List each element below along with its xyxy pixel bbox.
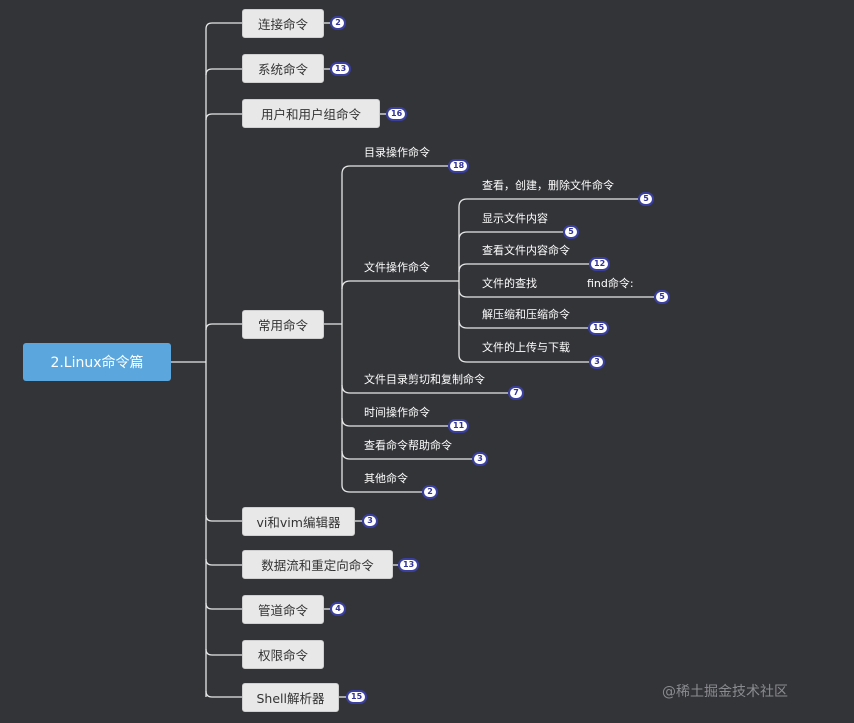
label-help-cmd[interactable]: 查看命令帮助命令 [364,439,452,452]
badge-upload-download: 3 [589,355,605,369]
root-node[interactable]: 2.Linux命令篇 [23,343,171,381]
node-redirect[interactable]: 数据流和重定向命令 [242,550,393,579]
badge-time-ops: 11 [448,419,470,433]
node-connect[interactable]: 连接命令 [242,9,324,38]
node-common[interactable]: 常用命令 [242,310,324,339]
badge-compress: 15 [588,321,610,335]
label-show-content[interactable]: 显示文件内容 [482,212,548,225]
label-other[interactable]: 其他命令 [364,472,408,485]
badge-system: 13 [330,62,352,76]
badge-shell: 15 [346,690,368,704]
badge-redirect: 13 [398,558,420,572]
node-pipe[interactable]: 管道命令 [242,595,324,624]
badge-view-content-cmd: 12 [589,257,611,271]
label-cut-copy[interactable]: 文件目录剪切和复制命令 [364,373,485,386]
badge-help-cmd: 3 [472,452,488,466]
node-permission[interactable]: 权限命令 [242,640,324,669]
label-view-content-cmd[interactable]: 查看文件内容命令 [482,244,570,257]
badge-view-create-delete: 5 [638,192,654,206]
label-compress[interactable]: 解压缩和压缩命令 [482,308,570,321]
label-view-create-delete[interactable]: 查看，创建，删除文件命令 [482,179,614,192]
watermark-text: @稀土掘金技术社区 [662,684,788,700]
badge-pipe: 4 [330,602,346,616]
badge-vi: 3 [362,514,378,528]
node-system[interactable]: 系统命令 [242,54,324,83]
node-user[interactable]: 用户和用户组命令 [242,99,380,128]
label-file-ops[interactable]: 文件操作命令 [364,261,430,274]
label-find-file[interactable]: 文件的查找 [482,277,537,290]
badge-other: 2 [422,485,438,499]
label-dir-ops[interactable]: 目录操作命令 [364,146,430,159]
badge-dir-ops: 18 [448,159,470,173]
label-time-ops[interactable]: 时间操作命令 [364,406,430,419]
label-upload-download[interactable]: 文件的上传与下载 [482,341,570,354]
node-vi[interactable]: vi和vim编辑器 [242,507,355,536]
node-shell[interactable]: Shell解析器 [242,683,339,712]
badge-connect: 2 [330,16,346,30]
badge-show-content: 5 [563,225,579,239]
badge-cut-copy: 7 [508,386,524,400]
label-find-command[interactable]: find命令: [587,277,634,290]
badge-find-file: 5 [654,290,670,304]
badge-user: 16 [386,107,408,121]
